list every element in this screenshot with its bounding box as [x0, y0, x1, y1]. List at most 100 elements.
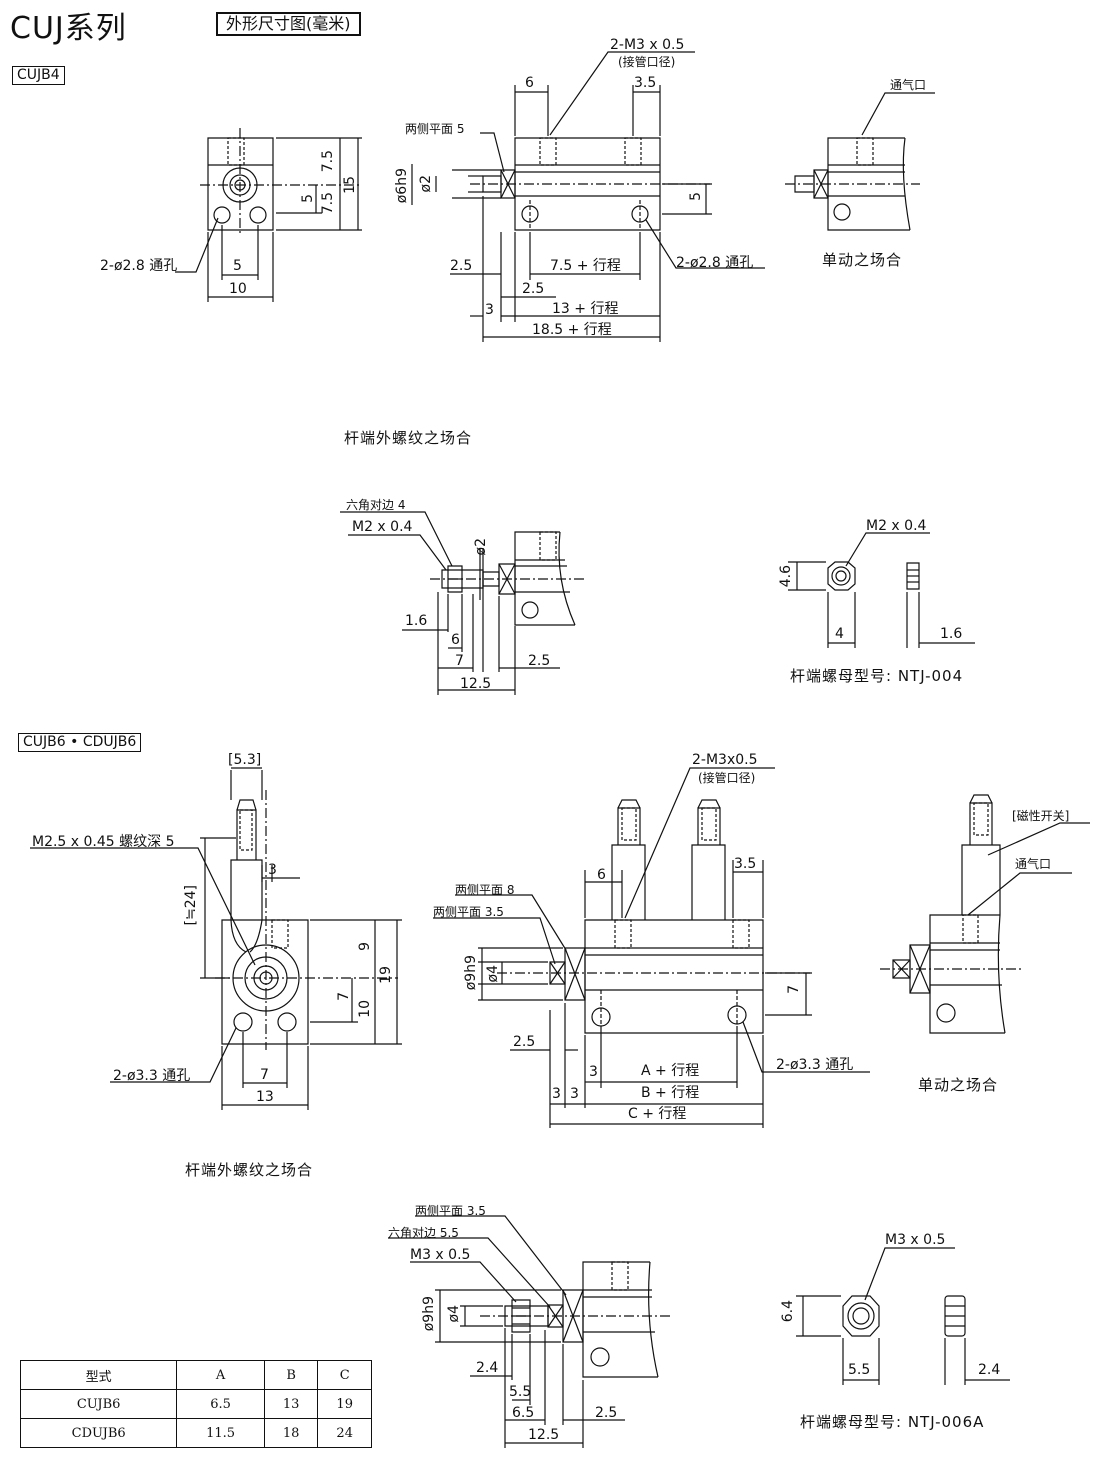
cujb4-model-tag: CUJB4 [12, 66, 65, 85]
cujb4-single-acting-view [785, 93, 935, 230]
cujb6-side-dim-flat3c: 3 [570, 1086, 579, 1102]
cujb4-nut-dim-thk: 1.6 [940, 626, 963, 642]
table-cell: 6.5 [176, 1389, 265, 1419]
cujb6-rod-dim-bore: ø9h9 [421, 1296, 437, 1332]
cujb6-nut-view [796, 1248, 1010, 1385]
table-row: CDUJB6 11.5 18 24 [19, 1418, 372, 1448]
cujb6-side-dim-c: C + 行程 [628, 1106, 687, 1122]
cujb6-end-dim-height-upper: 9 [357, 942, 373, 951]
cujb4-nut-thread-label: M2 x 0.4 [866, 518, 927, 534]
dimension-table: 型式 A B C CUJB6 6.5 13 19 CDUJB6 11.5 18 … [19, 1360, 372, 1448]
table-row: CUJB6 6.5 13 19 [19, 1389, 372, 1419]
cujb6-rod-dim-rod: ø4 [446, 1305, 462, 1323]
cujb6-end-dim-hole-pitch: 7 [260, 1067, 269, 1083]
cujb6-end-switch-width: [5.3] [228, 752, 262, 768]
series-title: CUJ系列 [10, 11, 127, 46]
cujb6-end-thread-label: M2.5 x 0.45 螺纹深 5 [32, 834, 175, 850]
cujb6-end-switch-height: [≒24] [183, 885, 199, 926]
cujb6-model-tag: CUJB6 • CDUJB6 [18, 733, 142, 752]
cujb6-side-dim-port-end: 3.5 [734, 856, 757, 872]
cujb6-end-hole-label: 2-ø3.3 通孔 [113, 1068, 191, 1084]
cujb6-side-dim-flat3b: 3 [552, 1086, 561, 1102]
cujb4-rod-thread-caption: 杆端外螺纹之场合 [344, 429, 473, 447]
cujb4-end-dim-height-total: 15 [342, 176, 358, 194]
cujb4-rod-thread-label: M2 x 0.4 [352, 519, 413, 535]
cujb6-nut-dim-width: 5.5 [848, 1362, 871, 1378]
table-header-cell: A [176, 1360, 265, 1390]
cujb6-nut-model-label: 杆端螺母型号: NTJ-006A [800, 1413, 985, 1431]
cujb4-end-dim-width: 10 [229, 281, 247, 297]
cujb6-end-dim-height-lower: 10 [357, 1000, 373, 1018]
cujb4-rod-dim-rod-ext: 2.5 [528, 653, 551, 669]
cujb4-side-port-note: (接管口径) [618, 55, 676, 69]
cujb6-side-flats35-label: 两侧平面 3.5 [433, 905, 504, 919]
cujb4-end-view [175, 128, 362, 302]
cujb4-side-port-label: 2-M3 x 0.5 [610, 37, 685, 53]
table-cell: CDUJB6 [19, 1418, 178, 1448]
cujb4-rod-dim-thread-len: 6 [451, 632, 460, 648]
cujb6-nut-thread-label: M3 x 0.5 [885, 1232, 946, 1248]
cujb6-rod-thread-label: M3 x 0.5 [410, 1247, 471, 1263]
cujb6-side-dim-a: A + 行程 [641, 1063, 700, 1079]
cujb6-rod-thread-caption: 杆端外螺纹之场合 [185, 1161, 314, 1179]
cujb4-nut-model-label: 杆端螺母型号: NTJ-004 [790, 667, 964, 685]
cujb4-side-dim-rod: ø2 [418, 175, 434, 193]
cujb6-end-dim-center-offset: 7 [336, 992, 352, 1001]
cujb4-end-dim-hole-pitch: 5 [233, 258, 242, 274]
cujb6-side-flats8-label: 两侧平面 8 [455, 883, 515, 897]
cujb4-rod-dim-total: 12.5 [460, 676, 492, 692]
cujb4-end-dim-height-lower: 7.5 [320, 192, 336, 215]
cujb6-rod-hex-label: 六角对边 5.5 [388, 1226, 459, 1240]
cujb4-side-dim-rod-height: 5 [688, 192, 704, 201]
cujb6-side-dim-flat3: 3 [589, 1064, 598, 1080]
cujb6-single-vent-label: 通气口 [1015, 857, 1052, 871]
cujb4-end-dim-height-upper: 7.5 [320, 150, 336, 173]
table-header-cell: C [317, 1360, 372, 1390]
view-title-box: 外形尺寸图(毫米) [216, 12, 361, 36]
cujb4-single-vent-label: 通气口 [890, 78, 927, 92]
cujb6-side-dim-port-offset: 6 [597, 867, 606, 883]
table-cell: 11.5 [176, 1418, 265, 1448]
cujb6-rod-dim-hex: 5.5 [509, 1384, 532, 1400]
cujb6-single-caption: 单动之场合 [918, 1076, 999, 1094]
table-cell: 19 [317, 1389, 372, 1419]
cujb6-nut-dim-thk: 2.4 [978, 1362, 1001, 1378]
cujb6-nut-dim-height: 6.4 [780, 1300, 796, 1323]
cujb6-side-dim-bore: ø9h9 [463, 955, 479, 991]
cujb4-side-dim-a: 7.5 + 行程 [550, 258, 621, 274]
cujb6-side-dim-rod-ext: 2.5 [513, 1034, 536, 1050]
cujb4-side-dim-rod-ext: 2.5 [450, 258, 473, 274]
cujb4-side-flats-label: 两侧平面 5 [405, 122, 465, 136]
cujb4-side-dim-bore: ø6h9 [394, 168, 410, 204]
cujb6-rod-dim-total: 12.5 [528, 1427, 560, 1443]
cujb4-nut-dim-height: 4.6 [778, 565, 794, 588]
cujb4-nut-view [788, 533, 975, 648]
cujb4-side-view [412, 52, 765, 342]
table-cell: 13 [263, 1389, 319, 1419]
table-header-cell: 型式 [19, 1360, 178, 1390]
cujb4-nut-dim-width: 4 [835, 626, 844, 642]
cujb6-rod-dim-nut-thk: 2.4 [476, 1360, 499, 1376]
cujb6-side-hole-label: 2-ø3.3 通孔 [776, 1057, 854, 1073]
table-cell: 18 [263, 1418, 319, 1448]
cujb6-end-dim-width: 13 [256, 1089, 274, 1105]
cujb6-side-port-label: 2-M3x0.5 [692, 752, 758, 768]
cujb6-single-switch-label: [磁性开关] [1012, 809, 1070, 823]
table-header-cell: B [263, 1360, 319, 1390]
cujb6-side-dim-rod: ø4 [485, 965, 501, 983]
cujb6-rod-flats-label: 两侧平面 3.5 [415, 1204, 486, 1218]
cujb6-end-dim-height-total: 19 [378, 966, 394, 984]
table-cell: 24 [317, 1418, 372, 1448]
cujb4-side-dim-b: 13 + 行程 [552, 301, 619, 317]
cujb4-rod-thread-view [340, 512, 585, 695]
table-cell: CUJB6 [19, 1389, 178, 1419]
cujb4-rod-dim-len7: 7 [455, 653, 464, 669]
cujb4-rod-dim-nut-thk: 1.6 [405, 613, 428, 629]
cujb6-side-dim-rod-height: 7 [786, 985, 802, 994]
cujb6-rod-dim-len65: 6.5 [512, 1405, 535, 1421]
cujb6-side-port-note: (接管口径) [698, 771, 756, 785]
cujb4-side-dim-c: 18.5 + 行程 [532, 322, 612, 338]
cujb6-rod-thread-view [388, 1216, 670, 1448]
cujb4-side-dim-port-end: 3.5 [634, 75, 657, 91]
